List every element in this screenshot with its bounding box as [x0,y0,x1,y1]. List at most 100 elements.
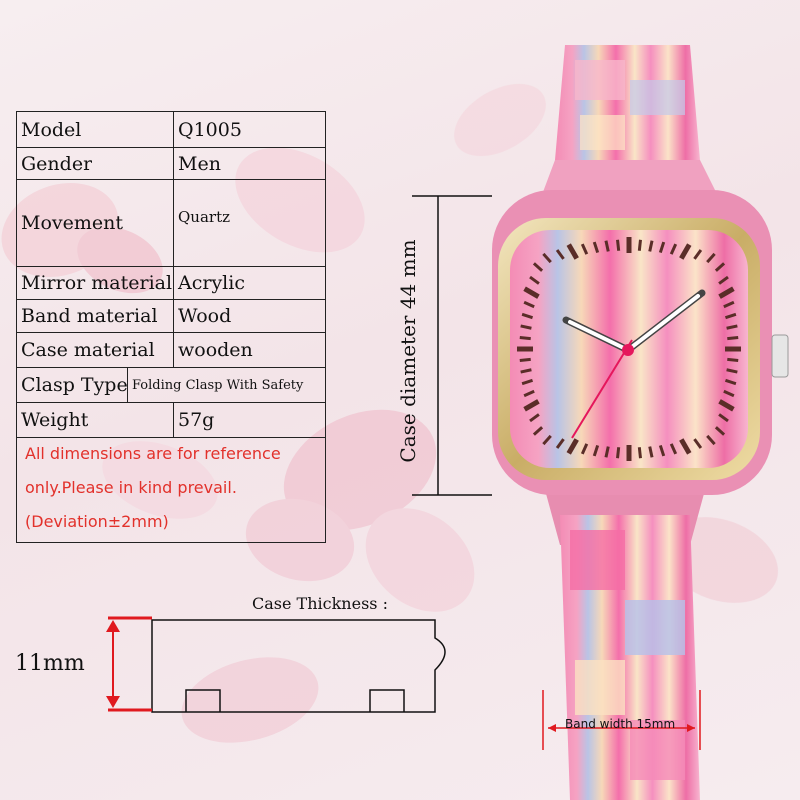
spec-value: Q1005 [173,112,323,147]
dial-tick [555,249,565,260]
dial-tick [532,426,544,436]
spec-value: Acrylic [173,267,323,299]
dial-tick [714,426,726,436]
dial-tick [669,443,678,455]
dial-tick [724,378,737,386]
dial-tick [529,275,540,285]
reference-note: All dimensions are for reference only.Pl… [25,437,321,539]
dial-tick [523,389,535,398]
dial-tick [637,239,642,251]
spec-value: 57g [173,403,323,437]
dial-tick [626,237,632,253]
dial-tick [658,241,666,254]
spec-row-movement: Movement Quartz [17,180,325,267]
dial-markers [517,237,741,461]
dial-tick [592,241,600,254]
dial-tick [566,438,579,455]
case-thickness-value: 11mm [15,651,85,676]
dial-tick [718,413,729,423]
dial-tick [637,447,642,459]
spec-label: Mirror material [21,272,173,294]
case-diameter-label: Case diameter 44 mm [396,239,420,463]
dial-tick [718,275,729,285]
dial-tick [626,445,632,461]
dial-tick [542,434,552,446]
spec-value: wooden [173,333,323,367]
dial-tick [723,300,735,309]
spec-label: Clasp Type [21,374,128,396]
dial-tick [727,336,739,341]
dial-tick [542,252,552,264]
dial-tick [723,389,735,398]
dial-tick [523,286,540,299]
dial-tick [693,249,703,260]
thickness-dimension [106,616,152,712]
dial-tick [529,413,540,423]
spec-label: Model [21,118,82,141]
spec-row-case-material: Case material wooden [17,333,325,368]
dial-tick [726,324,738,330]
dial-tick [520,324,532,330]
dial-tick [604,240,610,252]
dial-tick [580,243,589,255]
spec-row-band-material: Band material Wood [17,300,325,333]
dial-tick [693,438,703,449]
case-thickness-title: Case Thickness : [252,594,388,613]
dial-tick [718,286,735,299]
dial-tick [706,434,716,446]
spec-label: Case material [21,339,155,361]
dial-tick [658,444,666,457]
dial-tick [679,438,692,455]
dial-tick [718,399,735,412]
spec-label: Weight [21,409,89,431]
band-width-label: Band width 15mm [565,717,676,731]
note-line: (Deviation±2mm) [25,512,169,531]
band-width-dimension [542,690,701,750]
spec-row-weight: Weight 57g [17,403,325,438]
dial-tick [616,447,621,459]
spec-value: Quartz [173,180,323,266]
dial-tick [520,368,532,374]
dial-tick [725,346,741,352]
case-thickness-diagram [151,619,446,713]
dial-tick [648,446,654,458]
dial-tick [523,399,540,412]
dial-tick [648,240,654,252]
watch-crown [771,334,789,378]
dial-tick [519,357,531,362]
dial-tick [706,252,716,264]
dial-tick [532,262,544,272]
dial-tick [604,446,610,458]
dial-tick [519,336,531,341]
second-hand [571,339,633,439]
dial-tick [616,239,621,251]
spec-row-mirror-material: Mirror material Acrylic [17,267,325,300]
dial-tick [555,438,565,449]
dial-tick [580,443,589,455]
spec-label: Movement [21,212,124,234]
dial-tick [592,444,600,457]
dial-tick [521,378,534,386]
spec-value: Wood [173,300,323,332]
note-line: All dimensions are for reference [25,444,281,463]
dial-tick [714,262,726,272]
spec-row-gender: Gender Men [17,148,325,180]
dial-tick [679,243,692,260]
dial-tick [669,243,678,255]
dial-tick [724,312,737,320]
dial-tick [521,312,534,320]
dial-tick [566,243,579,260]
spec-label: Gender [21,152,93,175]
note-line: only.Please in kind prevail. [25,478,237,497]
spec-table: Model Q1005 Gender Men Movement Quartz M… [16,111,326,543]
dial-tick [517,346,533,352]
spec-value: Folding Clasp With Safety [127,368,323,402]
hand-pivot [622,344,634,356]
spec-row-clasp-type: Clasp Type Folding Clasp With Safety [17,368,325,403]
dial-tick [727,357,739,362]
spec-row-model: Model Q1005 [17,112,325,148]
spec-value: Men [173,148,323,179]
dial-tick [523,300,535,309]
